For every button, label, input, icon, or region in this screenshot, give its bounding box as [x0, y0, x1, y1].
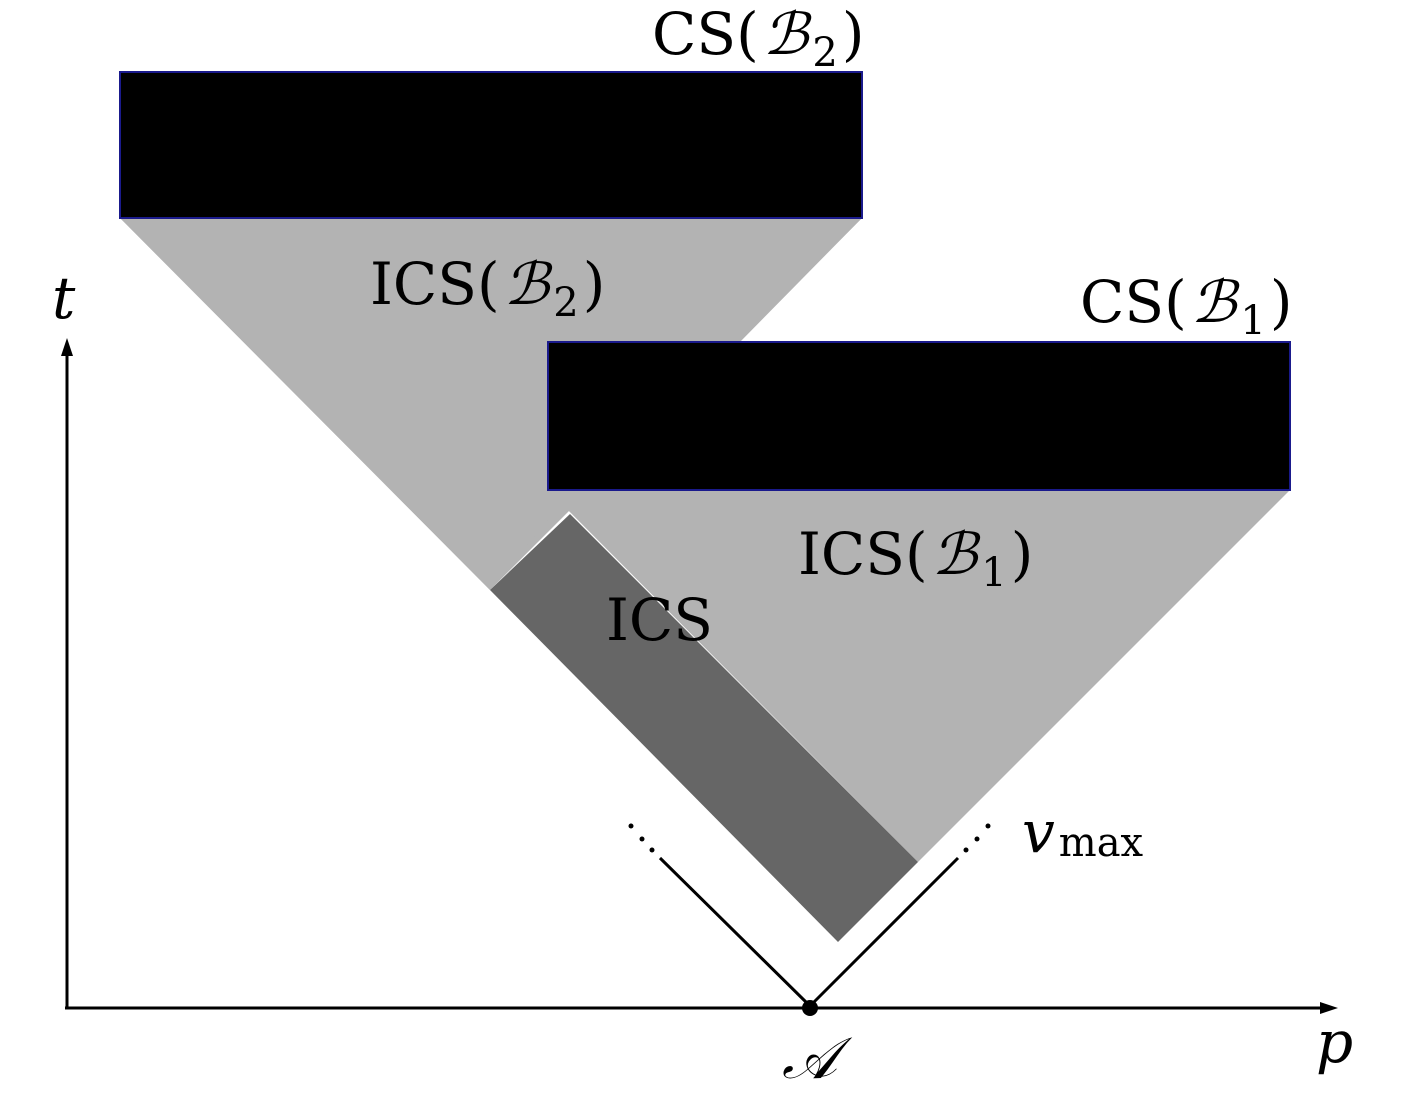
- vmax-label: v max: [1022, 798, 1144, 866]
- left-dot-3: [628, 823, 634, 829]
- vmax-right-line: [808, 856, 960, 1008]
- cs-b2-symbol: ℬ: [763, 0, 813, 68]
- ics-b1-region: [548, 490, 1290, 862]
- ics-b1-label: ICS( ℬ 1 ): [798, 520, 1033, 596]
- ics-b1-prefix: ICS(: [798, 520, 928, 588]
- right-dot-1: [963, 847, 969, 853]
- cs-b1-suffix: ): [1270, 268, 1293, 336]
- left-dot-2: [639, 836, 645, 842]
- cs-b1-rect: [547, 341, 1291, 491]
- vmax-subscript: max: [1059, 820, 1144, 866]
- agent-point: [802, 1000, 818, 1016]
- ics-b2-suffix: ): [583, 250, 606, 318]
- ics-intersection-label: ICS: [606, 586, 713, 654]
- vmax-var: v: [1022, 798, 1055, 866]
- cs-b2-subscript: 2: [812, 30, 837, 76]
- ics-b2-subscript: 2: [553, 280, 578, 326]
- vmax-left-line: [658, 856, 812, 1008]
- right-dot-3: [985, 823, 991, 829]
- ics-b1-subscript: 1: [981, 550, 1006, 596]
- p-axis-label: p: [1316, 1008, 1353, 1076]
- cs-b1-symbol: ℬ: [1191, 268, 1241, 336]
- t-axis-arrowhead: [61, 338, 73, 356]
- cs-b1-prefix: CS(: [1080, 268, 1187, 336]
- agent-label: 𝒜: [782, 1024, 853, 1092]
- cs-b2-label: CS( ℬ 2 ): [652, 0, 864, 76]
- ics-b1-symbol: ℬ: [932, 520, 982, 588]
- ics-intersection-region: [490, 514, 918, 942]
- ics-b2-prefix: ICS(: [370, 250, 500, 318]
- cs-b1-subscript: 1: [1240, 298, 1265, 344]
- left-dot-1: [649, 847, 655, 853]
- ics-b2-label: ICS( ℬ 2 ): [370, 250, 605, 326]
- p-axis-arrowhead: [1320, 1002, 1338, 1014]
- cs-b2-prefix: CS(: [652, 0, 759, 68]
- right-dot-2: [974, 836, 980, 842]
- cs-b2-suffix: ): [842, 0, 865, 68]
- t-axis-label: t: [52, 264, 76, 332]
- cs-b1-label: CS( ℬ 1 ): [1080, 268, 1292, 344]
- ics-b2-region-lower: [120, 218, 862, 590]
- ics-b2-symbol: ℬ: [504, 250, 554, 318]
- ics-b1-suffix: ): [1011, 520, 1034, 588]
- cs-b2-rect: [119, 71, 863, 219]
